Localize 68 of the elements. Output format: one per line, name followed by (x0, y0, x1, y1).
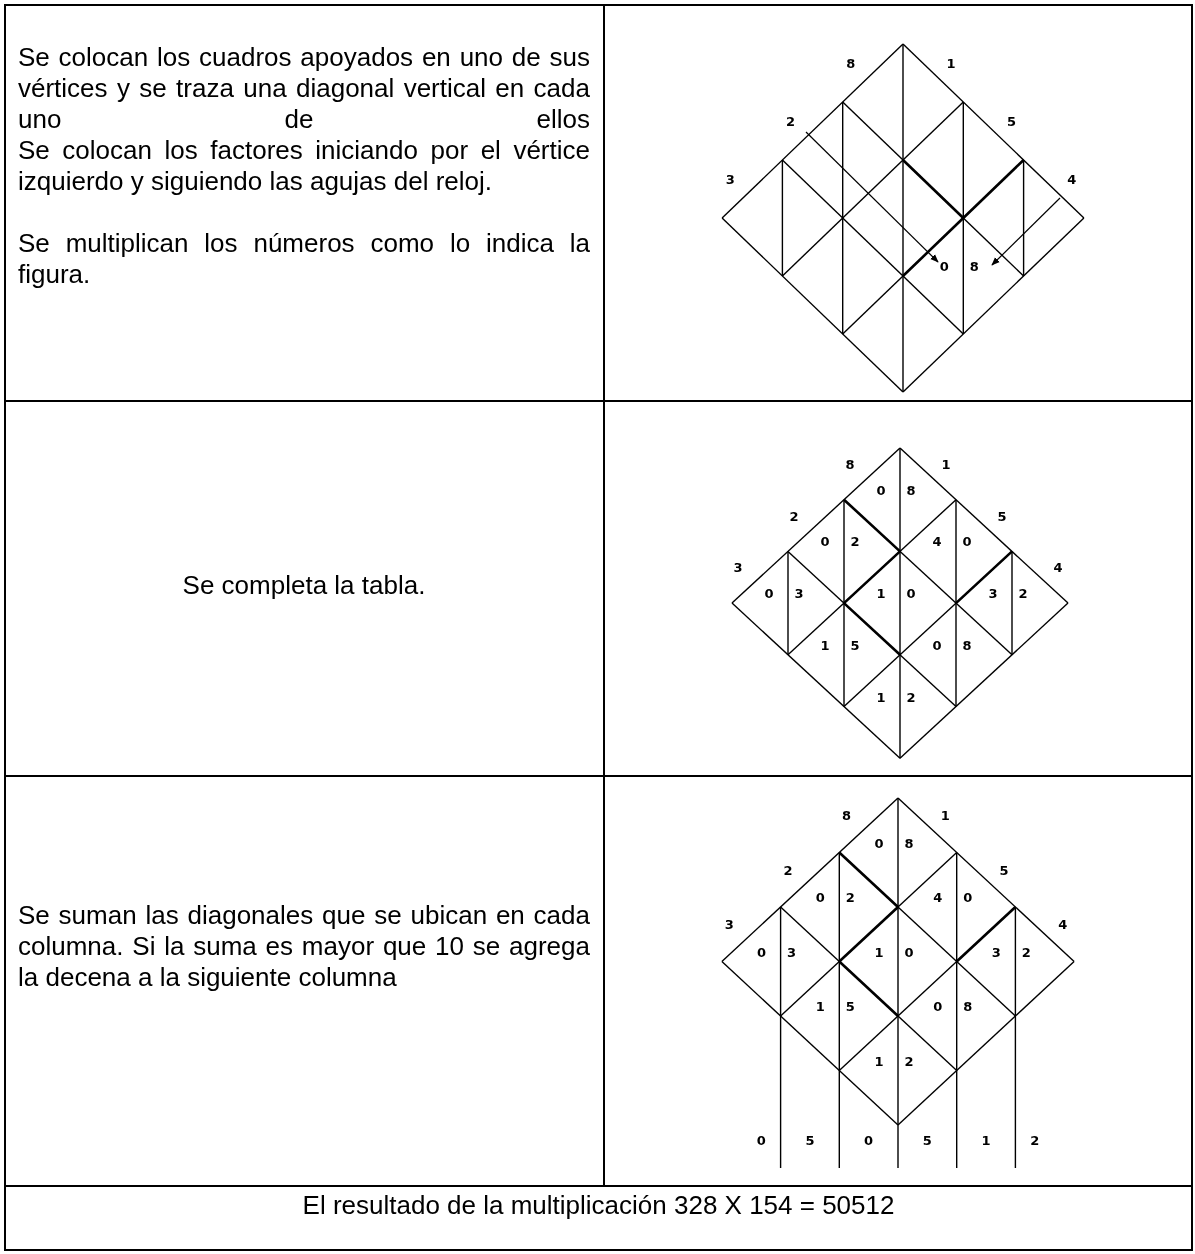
factor-digit: 5 (999, 862, 1009, 878)
factor-digit: 1 (940, 807, 950, 823)
factor-digit: 8 (845, 456, 855, 472)
product-digit: 0 (962, 533, 972, 549)
product-digit: 0 (876, 482, 886, 498)
product-digit: 3 (991, 944, 1001, 959)
product-digit: 0 (933, 998, 943, 1014)
product-digit: 0 (904, 944, 914, 959)
product-digit: 1 (815, 998, 825, 1014)
product-digit: 8 (962, 637, 972, 653)
factor-digit: 2 (789, 508, 799, 524)
instruction-text: Se suman las diagonales que se ubican en cada columna. Si la suma es mayor que 10 se agrega la decena a la siguiente columna (18, 900, 590, 993)
factor-digit: 2 (786, 113, 796, 129)
sum-digit: 1 (981, 1132, 991, 1148)
product-digit: 0 (963, 889, 973, 905)
product-digit: 1 (874, 944, 884, 959)
instruction-text: Se multiplican los números como lo indica la figura. (18, 228, 590, 290)
product-digit: 0 (939, 258, 949, 274)
product-digit: 8 (963, 998, 973, 1014)
product-digit: 0 (874, 835, 884, 850)
product-digit: 2 (1021, 944, 1031, 959)
sum-digit: 5 (922, 1132, 932, 1148)
factor-digit: 3 (733, 559, 743, 575)
product-digit: 1 (874, 1053, 884, 1068)
factor-digit: 1 (946, 55, 956, 71)
factor-digit: 3 (725, 171, 735, 187)
product-digit: 3 (787, 944, 797, 959)
instruction-text: Se colocan los factores iniciando por el vértice izquierdo y siguiendo las agujas del reloj. (18, 135, 590, 197)
product-digit: 1 (876, 585, 886, 601)
factor-digit: 4 (1053, 559, 1063, 575)
product-digit: 0 (820, 533, 830, 549)
factor-digit: 2 (783, 862, 793, 878)
product-digit: 5 (850, 637, 860, 653)
product-digit: 0 (757, 944, 767, 959)
instruction-text: Se completa la tabla. (181, 570, 427, 601)
sum-digit: 2 (1030, 1132, 1040, 1148)
product-digit: 4 (932, 533, 942, 549)
product-digit: 8 (969, 258, 979, 274)
factor-digit: 4 (1058, 916, 1068, 932)
factor-digit: 8 (846, 55, 856, 71)
product-digit: 2 (1018, 585, 1028, 601)
product-digit: 8 (904, 835, 914, 850)
result-text: El resultado de la multiplicación 328 X 154 = 50512 (301, 1190, 896, 1221)
factor-digit: 4 (1067, 171, 1077, 187)
product-digit: 1 (876, 689, 886, 704)
factor-digit: 5 (1006, 113, 1016, 129)
factor-digit: 1 (941, 456, 951, 472)
instruction-text: Se colocan los cuadros apoyados en uno de sus vértices y se traza una diagonal vertical en cada uno de ellos (18, 42, 590, 135)
product-digit: 0 (932, 637, 942, 653)
product-digit: 3 (794, 585, 804, 601)
factor-digit: 8 (842, 807, 852, 823)
product-digit: 0 (906, 585, 916, 601)
product-digit: 8 (906, 482, 916, 498)
product-digit: 4 (933, 889, 943, 905)
product-digit: 1 (820, 637, 830, 653)
product-digit: 0 (764, 585, 774, 601)
product-digit: 2 (906, 689, 916, 704)
sum-digit: 0 (756, 1132, 766, 1148)
product-digit: 5 (845, 998, 855, 1014)
product-digit: 2 (850, 533, 860, 549)
factor-digit: 5 (997, 508, 1007, 524)
factor-digit: 3 (724, 916, 734, 932)
sum-digit: 0 (864, 1132, 874, 1148)
product-digit: 0 (815, 889, 825, 905)
product-digit: 3 (988, 585, 998, 601)
product-digit: 2 (904, 1053, 914, 1068)
sum-digit: 5 (805, 1132, 815, 1148)
product-digit: 2 (845, 889, 855, 905)
